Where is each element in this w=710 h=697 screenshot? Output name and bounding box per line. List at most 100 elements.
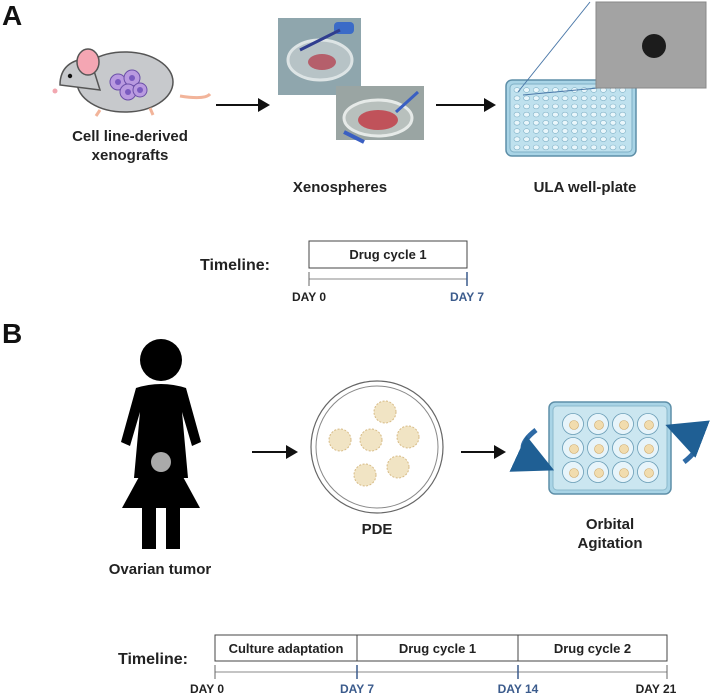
tissue-fragment: [619, 444, 629, 454]
tissue-fragment: [594, 468, 604, 478]
well: [532, 95, 540, 101]
well: [561, 144, 569, 151]
xenosphere-photo-bottom: [336, 86, 424, 144]
tissue-fragment: [644, 420, 654, 430]
well: [571, 103, 578, 110]
well: [609, 111, 617, 118]
plate-caption: ULA well-plate: [533, 179, 637, 196]
timeline-b-segment-2: Drug cycle 1: [398, 641, 477, 656]
tissue-fragment: [594, 444, 604, 454]
agitation-caption-line-1: Orbital: [585, 516, 635, 533]
well: [600, 120, 607, 126]
well: [590, 136, 598, 142]
spheroid-micrograph: [595, 1, 707, 89]
rotation-arrow-left-icon: [509, 428, 555, 472]
tumor-marker: [151, 452, 171, 472]
well: [542, 87, 550, 93]
tissue-fragment: [594, 420, 604, 430]
tissue-fragment: [644, 444, 654, 454]
well: [590, 128, 598, 134]
well: [619, 144, 626, 151]
well: [552, 144, 559, 151]
well: [532, 144, 540, 151]
well: [542, 120, 550, 126]
tissue-fragment: [569, 420, 579, 430]
well: [609, 103, 617, 110]
well: [523, 144, 530, 151]
well: [523, 95, 530, 101]
well: [609, 128, 617, 134]
well: [542, 136, 550, 142]
well: [513, 103, 521, 110]
well: [600, 95, 607, 101]
timeline-a-day-0: DAY 0: [291, 290, 327, 304]
well: [552, 120, 559, 126]
well: [513, 95, 521, 101]
well: [523, 103, 530, 110]
tissue-fragment: [569, 444, 579, 454]
well: [542, 128, 550, 134]
timeline-b-day-7: DAY 7: [339, 682, 375, 696]
well: [561, 136, 569, 142]
well: [561, 95, 569, 101]
well: [600, 111, 607, 118]
well: [532, 128, 540, 134]
well: [571, 120, 578, 126]
well: [532, 87, 540, 93]
well: [571, 128, 578, 134]
arrow-icon: [252, 445, 298, 459]
well: [513, 136, 521, 142]
tissue-fragment: [644, 468, 654, 478]
rotation-arrow-right-icon: [665, 420, 710, 464]
well: [523, 111, 530, 118]
well: [571, 111, 578, 118]
patient-silhouette-icon: [121, 339, 201, 549]
well: [580, 103, 588, 110]
well: [532, 136, 540, 142]
timeline-b-day-21: DAY 21: [635, 682, 677, 696]
well: [561, 111, 569, 118]
well: [523, 136, 530, 142]
well: [552, 128, 559, 134]
mouse-caption-line-2: xenografts: [91, 147, 169, 164]
well: [609, 95, 617, 101]
well: [552, 95, 559, 101]
well: [542, 144, 550, 151]
timeline-b-label: Timeline:: [118, 651, 188, 668]
tumor-cells-icon: [109, 69, 148, 101]
well: [590, 144, 598, 151]
tissue-fragment: [619, 420, 629, 430]
well: [571, 95, 578, 101]
agitation-caption: Orbital Agitation: [560, 515, 660, 553]
well: [580, 136, 588, 142]
timeline-b-day-14: DAY 14: [497, 682, 539, 696]
well: [590, 95, 598, 101]
timeline-a-label: Timeline:: [200, 257, 270, 274]
well: [619, 128, 626, 134]
xenosphere-photo-top: [278, 18, 361, 95]
well: [552, 111, 559, 118]
well: [542, 95, 550, 101]
well: [552, 103, 559, 110]
timeline-b-day-0: DAY 0: [189, 682, 225, 696]
well: [580, 95, 588, 101]
arrow-icon: [461, 445, 506, 459]
well: [561, 120, 569, 126]
timeline-b: [214, 634, 668, 679]
well: [580, 144, 588, 151]
tissue-fragment: [619, 468, 629, 478]
well: [580, 111, 588, 118]
well: [571, 136, 578, 142]
tissue-fragments: [328, 400, 420, 487]
panel-letter-b: B: [2, 318, 23, 349]
panel-letter-a: A: [2, 0, 23, 31]
twelve-well-plate-icon: [548, 401, 672, 495]
well: [513, 120, 521, 126]
well: [523, 120, 530, 126]
well: [619, 103, 626, 110]
well: [590, 103, 598, 110]
well: [609, 120, 617, 126]
well: [580, 128, 588, 134]
well: [571, 144, 578, 151]
